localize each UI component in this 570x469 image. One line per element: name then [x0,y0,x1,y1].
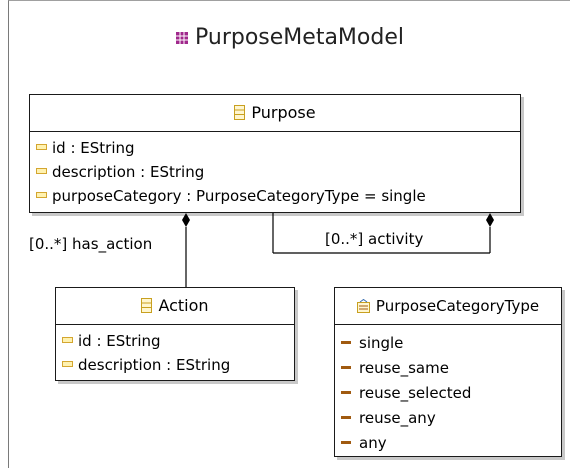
attribute-icon [62,352,73,373]
attribute-label: description : EString [52,163,205,181]
reference-links [182,213,494,287]
class-purpose-header: Purpose [30,95,520,132]
literal-icon [341,404,351,425]
literal-icon [341,329,351,350]
class-purpose[interactable]: Purpose id : EString description : EStri… [29,94,521,213]
package-name: PurposeMetaModel [195,25,404,50]
class-purpose-name: Purpose [251,103,316,122]
attribute-label: description : EString [78,356,231,374]
attribute-icon [36,135,47,156]
reference-activity-label: [0..*] activity [325,230,424,248]
class-action-header: Action [56,288,294,325]
class-action-name: Action [158,296,209,315]
attribute-row[interactable]: id : EString [62,328,288,352]
reference-has-action-label: [0..*] has_action [29,235,153,253]
eclass-icon [141,298,153,318]
attribute-row[interactable]: id : EString [36,135,514,159]
eclass-icon [234,105,246,125]
attribute-icon [36,183,47,204]
literal-label: reuse_any [359,409,436,427]
enum-literal[interactable]: reuse_selected [341,379,555,404]
attribute-row[interactable]: description : EString [62,352,288,376]
enum-header: PurposeCategoryType [335,288,561,325]
attribute-label: purposeCategory : PurposeCategoryType = … [52,187,426,205]
reference-has-action[interactable] [182,213,190,287]
literal-icon [341,379,351,400]
attribute-label: id : EString [52,139,135,157]
enum-literal[interactable]: any [341,429,555,454]
enum-name: PurposeCategoryType [375,297,540,315]
attribute-label: id : EString [78,332,161,350]
attribute-row[interactable]: description : EString [36,159,514,183]
class-action[interactable]: Action id : EString description : EStrin… [55,287,295,381]
attribute-icon [62,328,73,349]
literal-label: reuse_selected [359,384,472,402]
literal-icon [341,354,351,375]
package-icon [175,26,189,51]
enum-purpose-category-type[interactable]: PurposeCategoryType single reuse_same re… [334,287,562,457]
literal-label: reuse_same [359,359,449,377]
enum-literal[interactable]: single [341,329,555,354]
literal-icon [341,429,351,450]
package-title: PurposeMetaModel [9,25,570,51]
attribute-row[interactable]: purposeCategory : PurposeCategoryType = … [36,183,514,207]
enum-literal[interactable]: reuse_same [341,354,555,379]
eenum-icon [356,298,370,318]
diagram-canvas: PurposeMetaModel Purpose id : EString de… [8,0,570,468]
attribute-icon [36,159,47,180]
enum-literal[interactable]: reuse_any [341,404,555,429]
literal-label: any [359,434,387,452]
reference-activity[interactable] [272,213,494,254]
literal-label: single [359,334,404,352]
